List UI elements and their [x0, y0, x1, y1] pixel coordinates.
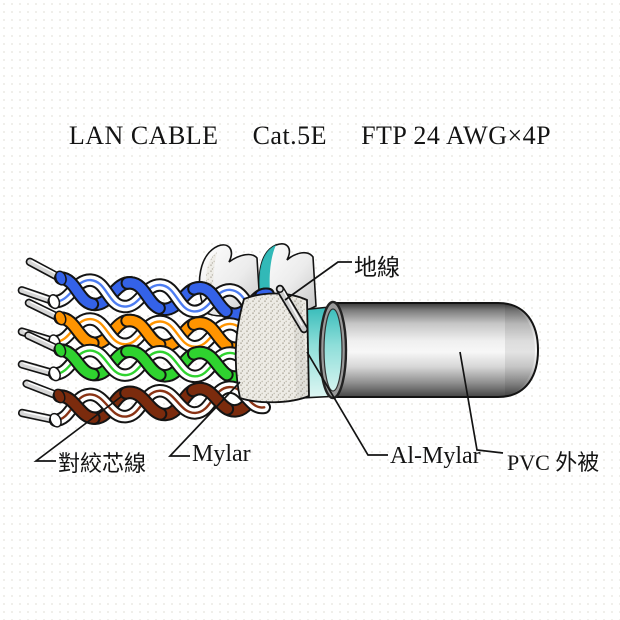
twisted-pair-brown [17, 370, 269, 428]
leader-al-mylar [306, 351, 388, 456]
title-category: Cat.5E [252, 121, 328, 150]
jacket-rim-inner [323, 308, 343, 392]
leader-mylar [168, 381, 241, 457]
title-product: LAN CABLE [68, 121, 219, 150]
pvc-jacket [318, 300, 540, 400]
twisted-pair-green [17, 331, 269, 386]
cable-end-shading [505, 304, 535, 396]
leader-pvc-jacket [459, 351, 504, 454]
label-al-mylar: Al-Mylar [390, 443, 481, 469]
label-ground-wire: 地線 [354, 255, 400, 280]
label-pvc-jacket: PVC 外被 [507, 450, 600, 475]
pvc-jacket-body [332, 302, 540, 398]
page-title: LAN CABLE Cat.5E FTP 24 AWG×4P [0, 121, 620, 151]
twisted-pair-blue [17, 257, 270, 324]
bare-conductor-tips [17, 257, 63, 305]
leader-ground-wire [284, 261, 352, 301]
mylar-wrap [234, 292, 310, 404]
bare-conductor-tips [17, 379, 61, 424]
leader-twisted-pairs [33, 395, 123, 462]
label-mylar: Mylar [192, 441, 251, 467]
title-spec: FTP 24 AWG×4P [361, 121, 552, 150]
label-twisted-pairs: 對絞芯線 [58, 451, 147, 476]
bare-conductor-tips [17, 331, 62, 378]
ground-wire [275, 284, 309, 334]
